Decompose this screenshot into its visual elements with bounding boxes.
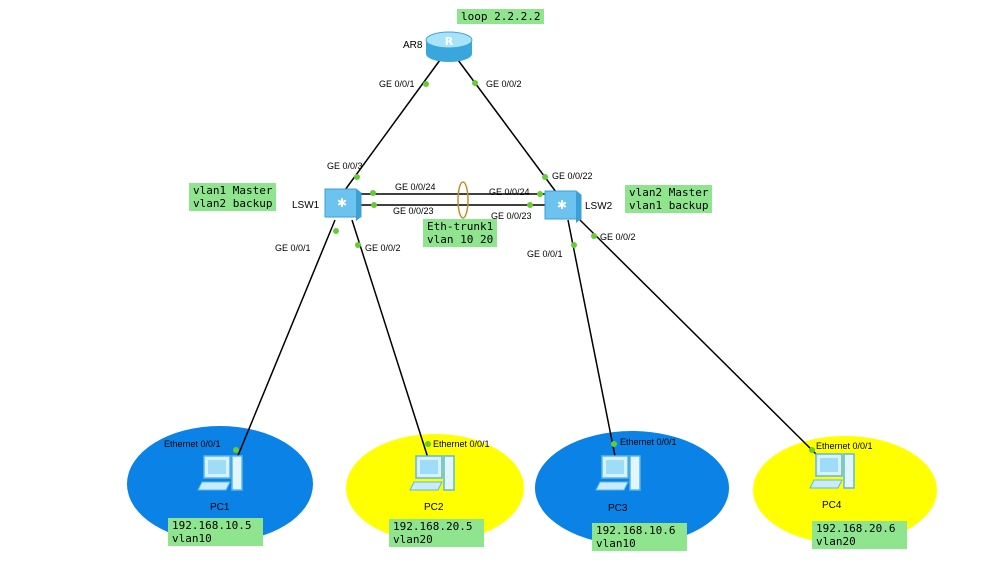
port-label: GE 0/0/2 — [365, 243, 401, 253]
pc3-label: PC3 — [608, 503, 628, 514]
pc4-label: PC4 — [822, 500, 842, 511]
svg-text:R: R — [445, 35, 454, 48]
port-dot — [527, 202, 533, 208]
port-label: GE 0/0/2 — [486, 79, 522, 89]
port-label: GE 0/0/2 — [600, 232, 636, 242]
port-label: GE 0/0/24 — [395, 182, 436, 192]
pc1-label: PC1 — [210, 502, 230, 513]
port-label: Ethernet 0/0/1 — [816, 441, 873, 451]
port-dot — [371, 202, 377, 208]
link-lsw1-pc2 — [351, 219, 429, 459]
port-dot — [809, 447, 815, 453]
router-icon[interactable]: R — [425, 31, 473, 62]
port-dot — [425, 441, 431, 447]
switch-icon[interactable]: ✱ — [544, 190, 582, 223]
port-label: GE 0/0/24 — [489, 187, 530, 197]
port-dot — [354, 174, 360, 180]
vlan20-zone-pc4 — [753, 436, 937, 544]
port-label: GE 0/0/1 — [379, 79, 415, 89]
lsw1-label: LSW1 — [292, 200, 320, 211]
eth-trunk-ring — [457, 181, 469, 219]
port-label: GE 0/0/1 — [275, 243, 311, 253]
port-dot — [542, 174, 548, 180]
link-lsw1-pc1 — [236, 219, 336, 459]
port-dot — [472, 80, 478, 86]
port-label: Ethernet 0/0/1 — [433, 439, 490, 449]
port-dot — [537, 191, 543, 197]
port-dot — [333, 228, 339, 234]
port-label: GE 0/0/1 — [527, 249, 563, 259]
port-dot — [611, 441, 617, 447]
loopback-note: loop 2.2.2.2 — [457, 9, 545, 24]
router-label: AR8 — [403, 40, 423, 51]
port-dot — [355, 242, 361, 248]
pc-icon[interactable] — [197, 455, 243, 491]
port-dot — [423, 81, 429, 87]
svg-text:✱: ✱ — [557, 198, 567, 212]
pc2-label: PC2 — [424, 502, 444, 513]
switch-icon[interactable]: ✱ — [324, 188, 362, 221]
pc-icon[interactable] — [809, 453, 855, 489]
link-lsw2-pc3 — [567, 219, 616, 457]
port-dots — [233, 80, 815, 453]
pc-icon[interactable] — [595, 455, 641, 491]
port-dot — [233, 447, 239, 453]
lsw2-label: LSW2 — [585, 201, 613, 212]
port-label: Ethernet 0/0/1 — [620, 437, 677, 447]
port-label: GE 0/0/22 — [552, 171, 593, 181]
port-label: Ethernet 0/0/1 — [164, 439, 221, 449]
pc-icon[interactable] — [409, 455, 455, 491]
port-dot — [370, 190, 376, 196]
link-lsw2-pc4 — [579, 219, 821, 459]
port-label: GE 0/0/23 — [491, 211, 532, 221]
links — [236, 59, 821, 459]
port-dot — [571, 242, 577, 248]
port-label: GE 0/0/3 — [327, 161, 363, 171]
svg-text:✱: ✱ — [337, 196, 347, 210]
port-label: GE 0/0/23 — [393, 206, 434, 216]
port-dot — [591, 233, 597, 239]
